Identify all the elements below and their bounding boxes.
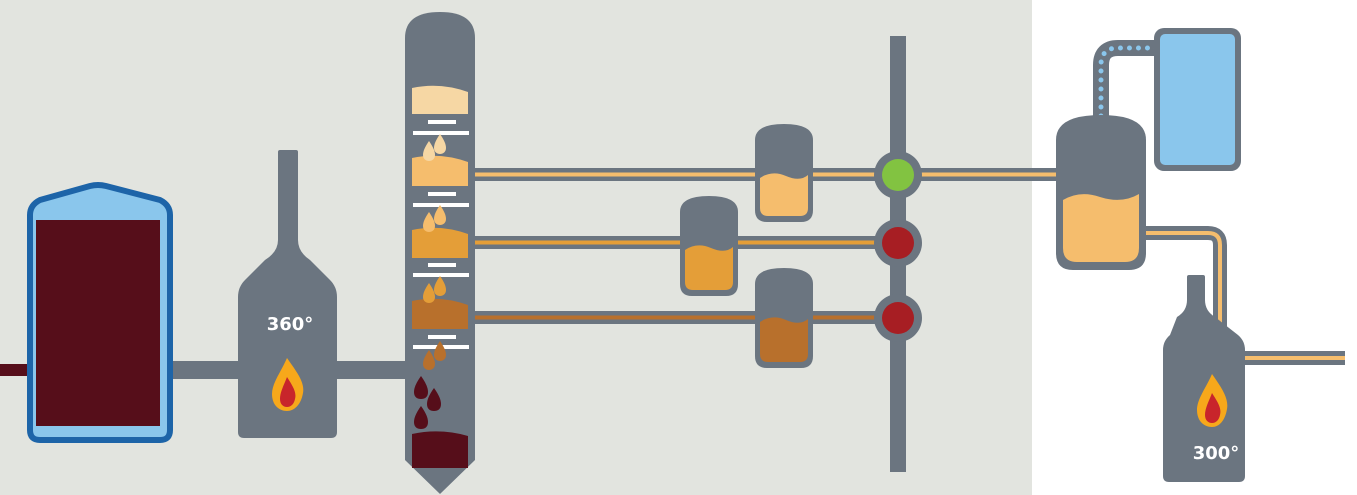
secondary-furnace-temperature: 300° bbox=[1193, 443, 1240, 464]
pipe-furnace-to-column bbox=[330, 361, 415, 379]
crude-inlet-pipe bbox=[0, 364, 30, 376]
residue-level bbox=[412, 431, 468, 468]
fraction-level-3 bbox=[412, 227, 468, 258]
valve-icon[interactable] bbox=[874, 219, 922, 267]
collection-vessel-3 bbox=[755, 268, 813, 368]
collection-vessel-2 bbox=[680, 196, 738, 296]
secondary-furnace: 300° bbox=[1163, 275, 1245, 482]
fraction-level-1 bbox=[412, 85, 468, 114]
crude-oil-contents bbox=[36, 220, 160, 426]
primary-furnace-temperature: 360° bbox=[267, 314, 314, 335]
droplet-icon bbox=[414, 134, 446, 429]
dotted-vapor-pipe bbox=[1093, 40, 1163, 128]
crude-storage-tank bbox=[27, 182, 173, 443]
valve-icon[interactable] bbox=[874, 294, 922, 342]
flame-icon bbox=[1197, 374, 1228, 427]
condensate-tank bbox=[1154, 28, 1241, 171]
separator-vessel bbox=[1056, 115, 1146, 270]
flame-icon bbox=[272, 358, 304, 411]
fraction-pipe-3 bbox=[470, 311, 900, 324]
fraction-level-4 bbox=[412, 298, 468, 329]
primary-furnace: 360° bbox=[238, 150, 337, 438]
pipe-tank-to-furnace bbox=[170, 361, 250, 379]
collection-vessel-1 bbox=[755, 124, 813, 222]
distillation-column bbox=[405, 12, 475, 494]
fraction-level-2 bbox=[412, 155, 468, 186]
valve-icon[interactable] bbox=[874, 151, 922, 199]
